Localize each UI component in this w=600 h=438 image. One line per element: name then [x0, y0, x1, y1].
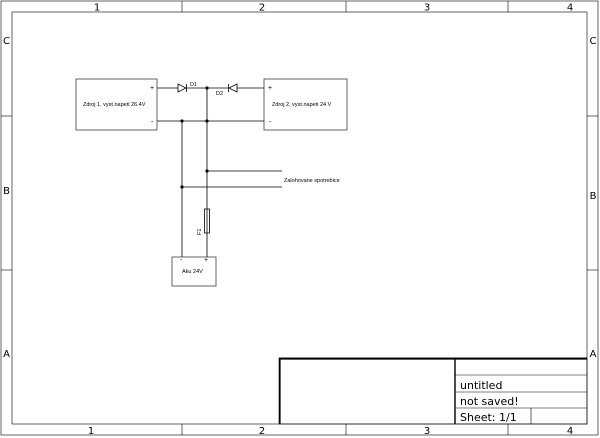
psu2-label: Zdroj 2, vyst.napeti 24 V: [272, 102, 332, 108]
diode-d1[interactable]: [177, 83, 187, 93]
diode-d2[interactable]: [228, 83, 238, 93]
d2-label: D2: [216, 91, 223, 97]
psu2-box[interactable]: [263, 78, 348, 131]
frame-row-right-b: B: [590, 191, 597, 202]
frame-col-bottom-2: 2: [259, 426, 265, 437]
frame-col-top-2: 2: [259, 3, 265, 14]
frame-row-right-a: A: [590, 349, 597, 360]
battery-box[interactable]: [171, 256, 217, 287]
battery-minus-pin: -: [180, 257, 183, 264]
psu1-minus-pin: -: [151, 119, 154, 126]
d1-label: D1: [190, 82, 197, 88]
title-block-sheet: Sheet: 1/1: [460, 411, 517, 424]
frame-col-bottom-1: 1: [88, 426, 94, 437]
load-label: Zalohovane spotrebice: [284, 178, 340, 184]
psu1-plus-pin: +: [150, 85, 154, 92]
frame-row-right-c: C: [590, 36, 597, 47]
frame-col-top-4: 4: [567, 3, 573, 14]
frame-col-top-3: 3: [424, 3, 430, 14]
psu1-box[interactable]: [75, 78, 158, 131]
battery-label: Aku 24V: [182, 269, 203, 275]
frame-col-bottom-4: 4: [567, 426, 573, 437]
frame-row-left-a: A: [3, 349, 10, 360]
frame-row-left-c: C: [3, 36, 10, 47]
frame-row-left-b: B: [3, 186, 10, 197]
frame-col-top-1: 1: [94, 3, 100, 14]
f1-label: F1: [197, 229, 203, 235]
fuse-f1[interactable]: [204, 208, 210, 234]
battery-plus-pin: +: [204, 257, 208, 264]
frame-col-bottom-3: 3: [424, 426, 430, 437]
title-block-title: untitled: [460, 379, 502, 392]
psu1-label: Zdroj 1, vyst.napeti 26.4V: [83, 102, 146, 108]
title-block-status: not saved!: [460, 395, 519, 408]
title-block: [278, 357, 588, 425]
psu2-minus-pin: -: [269, 119, 272, 126]
junction-dots: [180, 86, 209, 189]
psu2-plus-pin: +: [268, 85, 272, 92]
